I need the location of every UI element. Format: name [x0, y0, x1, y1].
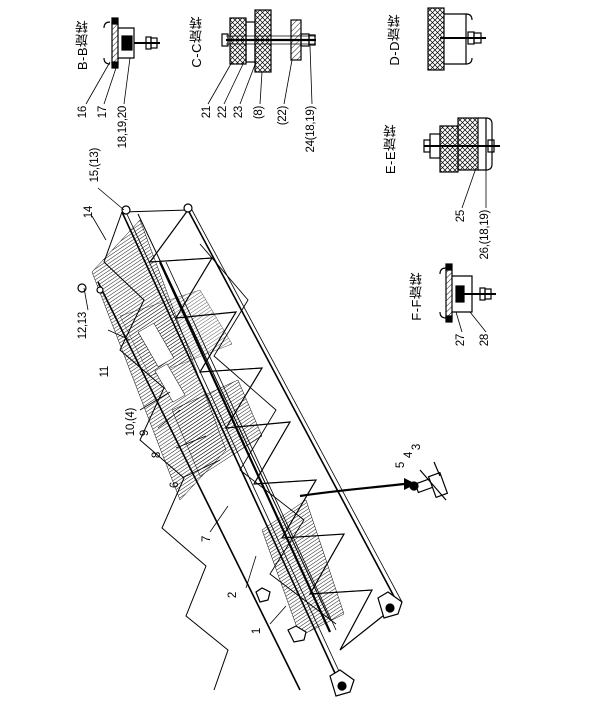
- callout-26: 26,(18,19): [479, 210, 491, 260]
- section-label-ee: E-E旋转: [383, 124, 398, 175]
- callout-10-4: 10,(4): [125, 408, 137, 437]
- callout-14: 14: [83, 206, 95, 219]
- callout-11: 11: [99, 366, 111, 378]
- callout-28: 28: [479, 334, 491, 347]
- callout-17: 17: [97, 106, 109, 119]
- callout-7: 7: [201, 536, 213, 543]
- section-cc-detail: [221, 9, 316, 73]
- section-ff-detail: [439, 263, 496, 323]
- callout-5: 5: [395, 462, 407, 469]
- detail-arrow: [299, 478, 416, 498]
- callout-8-paren: (8): [253, 106, 265, 120]
- section-bb-detail: [103, 17, 160, 69]
- callout-9: 9: [139, 430, 151, 437]
- leader-lines: [83, 45, 487, 625]
- callout-4: 4: [403, 452, 415, 459]
- section-label-dd: D-D旋转: [387, 14, 402, 66]
- callout-21: 21: [201, 106, 213, 119]
- callout-15-13: 15,(13): [89, 148, 101, 183]
- callout-6: 6: [169, 482, 181, 489]
- callout-1: 1: [251, 628, 263, 635]
- callout-16: 16: [77, 106, 89, 119]
- section-dd-detail: [427, 7, 486, 71]
- callout-8: 8: [151, 452, 163, 459]
- callout-12-13: 12,13: [77, 312, 89, 340]
- callout-23: 23: [233, 106, 245, 119]
- callout-22: 22: [217, 106, 229, 119]
- section-label-ff: F-F旋转: [409, 272, 424, 321]
- callout-24: 24(18,19): [305, 106, 317, 153]
- callout-25: 25: [455, 210, 467, 223]
- callout-27: 27: [455, 334, 467, 347]
- callout-22-paren: (22): [277, 106, 289, 126]
- section-label-cc: C-C旋转: [189, 16, 204, 68]
- pin-detail: [409, 461, 449, 501]
- callout-2: 2: [227, 592, 239, 599]
- section-label-bb: B-B旋转: [75, 20, 90, 71]
- callout-3: 3: [411, 444, 423, 451]
- wire-rope-bundles: [91, 219, 345, 637]
- section-ee-detail: [423, 117, 500, 173]
- boom-end-lugs: [77, 203, 403, 697]
- callout-18-19-20: 18,19,20: [117, 106, 129, 149]
